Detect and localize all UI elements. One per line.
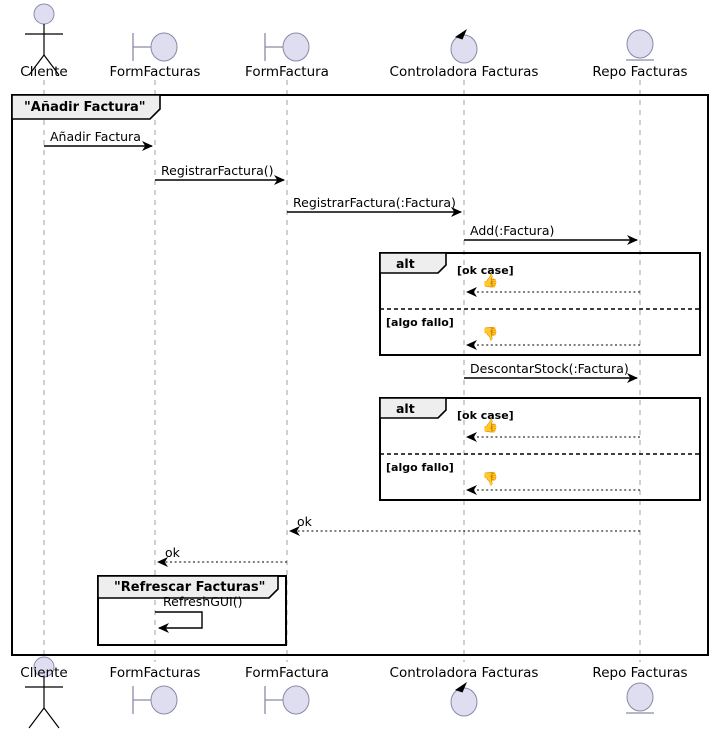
actor-stick-figure-cliente-top (25, 3, 63, 76)
participant-label-formfactura-top: FormFactura (245, 64, 329, 80)
message-emoji-7: 👍 (482, 419, 499, 434)
fragments-layer (379, 252, 701, 501)
message-label-1: RegistrarFactura() (161, 163, 274, 178)
boundary-icon-formfactura-top (264, 32, 310, 62)
actor-leg-left (28, 707, 45, 729)
boundary-circle (150, 32, 178, 62)
alt-operator-label-0: alt (396, 256, 415, 271)
alt-fragment-tab-0 (379, 252, 447, 274)
boundary-circle (282, 685, 310, 715)
alt-fragment-tab-1 (379, 397, 447, 419)
message-label-0: Añadir Factura (50, 129, 141, 144)
alt-operator-label-1: alt (396, 401, 415, 416)
control-icon-controladora-facturas-bottom (450, 682, 478, 717)
participant-label-repo-facturas-top: Repo Facturas (592, 64, 688, 80)
control-icon-controladora-facturas-top (450, 29, 478, 64)
participant-label-formfacturas-bottom: FormFacturas (109, 665, 201, 681)
boundary-icon-formfactura-bottom (264, 685, 310, 715)
outer-frame-title: "Añadir Factura" (24, 100, 146, 115)
self-message-loop (155, 611, 203, 633)
control-circle (450, 34, 478, 64)
participant-label-formfactura-bottom: FormFactura (245, 665, 329, 681)
messages-layer (44, 141, 640, 633)
outer-frame-title-tab (11, 94, 161, 120)
boundary-icon-formfacturas-bottom (132, 685, 178, 715)
actor-stick-figure-cliente-bottom (25, 656, 63, 729)
entity-icon-repo-facturas-bottom (626, 682, 654, 714)
boundary-icon-formfacturas-top (132, 32, 178, 62)
alt-guard-label-1-1: [algo fallo] (386, 461, 454, 474)
control-circle (450, 687, 478, 717)
message-label-10: ok (165, 545, 180, 560)
message-emoji-5: 👎 (482, 327, 499, 342)
alt-guard-label-0-0: [ok case] (457, 264, 514, 277)
lifelines-layer (43, 80, 641, 662)
boundary-circle (150, 685, 178, 715)
participant-icons-layer (25, 3, 654, 729)
group-title-label: "Refrescar Facturas" (114, 580, 266, 595)
participant-label-cliente-top: Cliente (20, 64, 68, 80)
entity-icon-repo-facturas-top (626, 29, 654, 61)
participant-label-controladora-facturas-top: Controladora Facturas (389, 64, 539, 80)
alt-fragment-box-0 (379, 252, 701, 356)
message-label-2: RegistrarFactura(:Factura) (293, 195, 456, 210)
entity-circle (626, 682, 654, 712)
actor-head (33, 3, 55, 25)
message-emoji-8: 👎 (482, 472, 499, 487)
outer-frame-layer (11, 94, 709, 656)
actor-leg-right (43, 54, 60, 76)
boundary-circle (282, 32, 310, 62)
group-title-tab (97, 575, 279, 599)
alt-guard-label-1-0: [ok case] (457, 409, 514, 422)
participant-label-cliente-bottom: Cliente (20, 665, 68, 681)
entity-circle (626, 29, 654, 59)
control-arrowhead (455, 29, 467, 40)
participant-label-repo-facturas-bottom: Repo Facturas (592, 665, 688, 681)
self-message-label: RefreshGUI() (163, 594, 243, 609)
actor-leg-left (28, 54, 45, 76)
message-label-6: DescontarStock(:Factura) (470, 361, 629, 376)
message-emoji-4: 👍 (482, 274, 499, 289)
outer-frame-rect (11, 94, 709, 656)
message-label-3: Add(:Factura) (470, 223, 555, 238)
group-layer (97, 575, 287, 646)
participant-label-controladora-facturas-bottom: Controladora Facturas (389, 665, 539, 681)
control-arrowhead (455, 682, 467, 693)
alt-fragment-box-1 (379, 397, 701, 501)
message-label-9: ok (297, 514, 312, 529)
participant-label-formfacturas-top: FormFacturas (109, 64, 201, 80)
alt-guard-label-0-1: [algo fallo] (386, 316, 454, 329)
actor-leg-right (43, 707, 60, 729)
